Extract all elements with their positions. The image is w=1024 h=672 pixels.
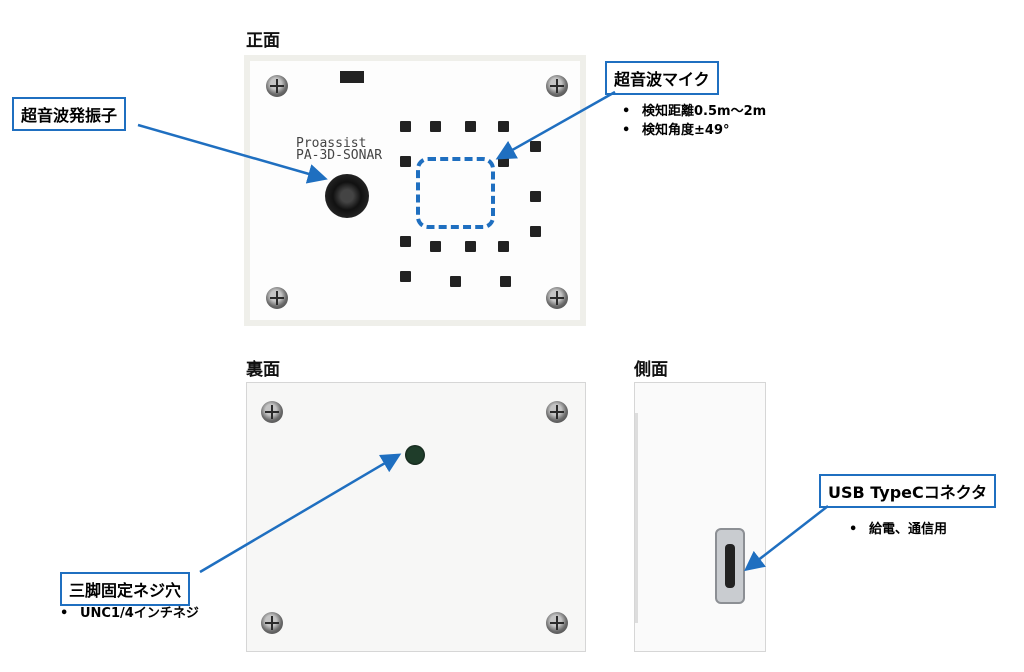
front-board-photo: Proassist PA-3D-SONAR	[244, 55, 586, 326]
usb-spec-purpose: 給電、通信用	[849, 520, 947, 539]
ic-chip	[498, 156, 509, 167]
screw-icon	[546, 75, 568, 97]
usb-c-port-icon	[715, 528, 745, 604]
ic-chip	[530, 191, 541, 202]
screw-icon	[546, 401, 568, 423]
board-connector	[340, 71, 364, 83]
ic-chip	[530, 226, 541, 237]
board-silkscreen-model: PA-3D-SONAR	[296, 148, 383, 163]
ic-chip	[465, 121, 476, 132]
mic-array-highlight	[416, 157, 495, 229]
tripod-spec-thread: UNC1/4インチネジ	[60, 604, 199, 623]
screw-icon	[261, 401, 283, 423]
screw-icon	[546, 612, 568, 634]
back-board-photo	[246, 382, 586, 652]
ultrasonic-transducer	[325, 174, 369, 218]
heading-side: 側面	[634, 360, 668, 380]
tripod-spec-list: UNC1/4インチネジ	[60, 604, 199, 623]
heading-front: 正面	[246, 31, 280, 51]
mic-spec-distance: 検知距離0.5m～2m	[622, 102, 766, 121]
screw-icon	[266, 75, 288, 97]
mic-spec-angle: 検知角度±49°	[622, 121, 766, 140]
ic-chip	[400, 271, 411, 282]
threaded-hole-icon	[405, 445, 425, 465]
ic-chip	[400, 156, 411, 167]
heading-back: 裏面	[246, 360, 280, 380]
side-edge	[635, 413, 638, 623]
ic-chip	[498, 241, 509, 252]
ic-chip	[450, 276, 461, 287]
ic-chip	[430, 241, 441, 252]
ic-chip	[400, 236, 411, 247]
callout-mic: 超音波マイク	[605, 61, 719, 95]
ic-chip	[530, 141, 541, 152]
screw-icon	[266, 287, 288, 309]
side-board-photo	[634, 382, 766, 652]
ic-chip	[500, 276, 511, 287]
ic-chip	[498, 121, 509, 132]
callout-transducer: 超音波発振子	[12, 97, 127, 131]
usb-spec-list: 給電、通信用	[849, 520, 947, 539]
mic-spec-list: 検知距離0.5m～2m 検知角度±49°	[622, 102, 766, 140]
screw-icon	[261, 612, 283, 634]
screw-icon	[546, 287, 568, 309]
ic-chip	[400, 121, 411, 132]
callout-tripod: 三脚固定ネジ穴	[60, 572, 191, 606]
ic-chip	[430, 121, 441, 132]
ic-chip	[465, 241, 476, 252]
callout-usb: USB TypeCコネクタ	[819, 474, 997, 508]
